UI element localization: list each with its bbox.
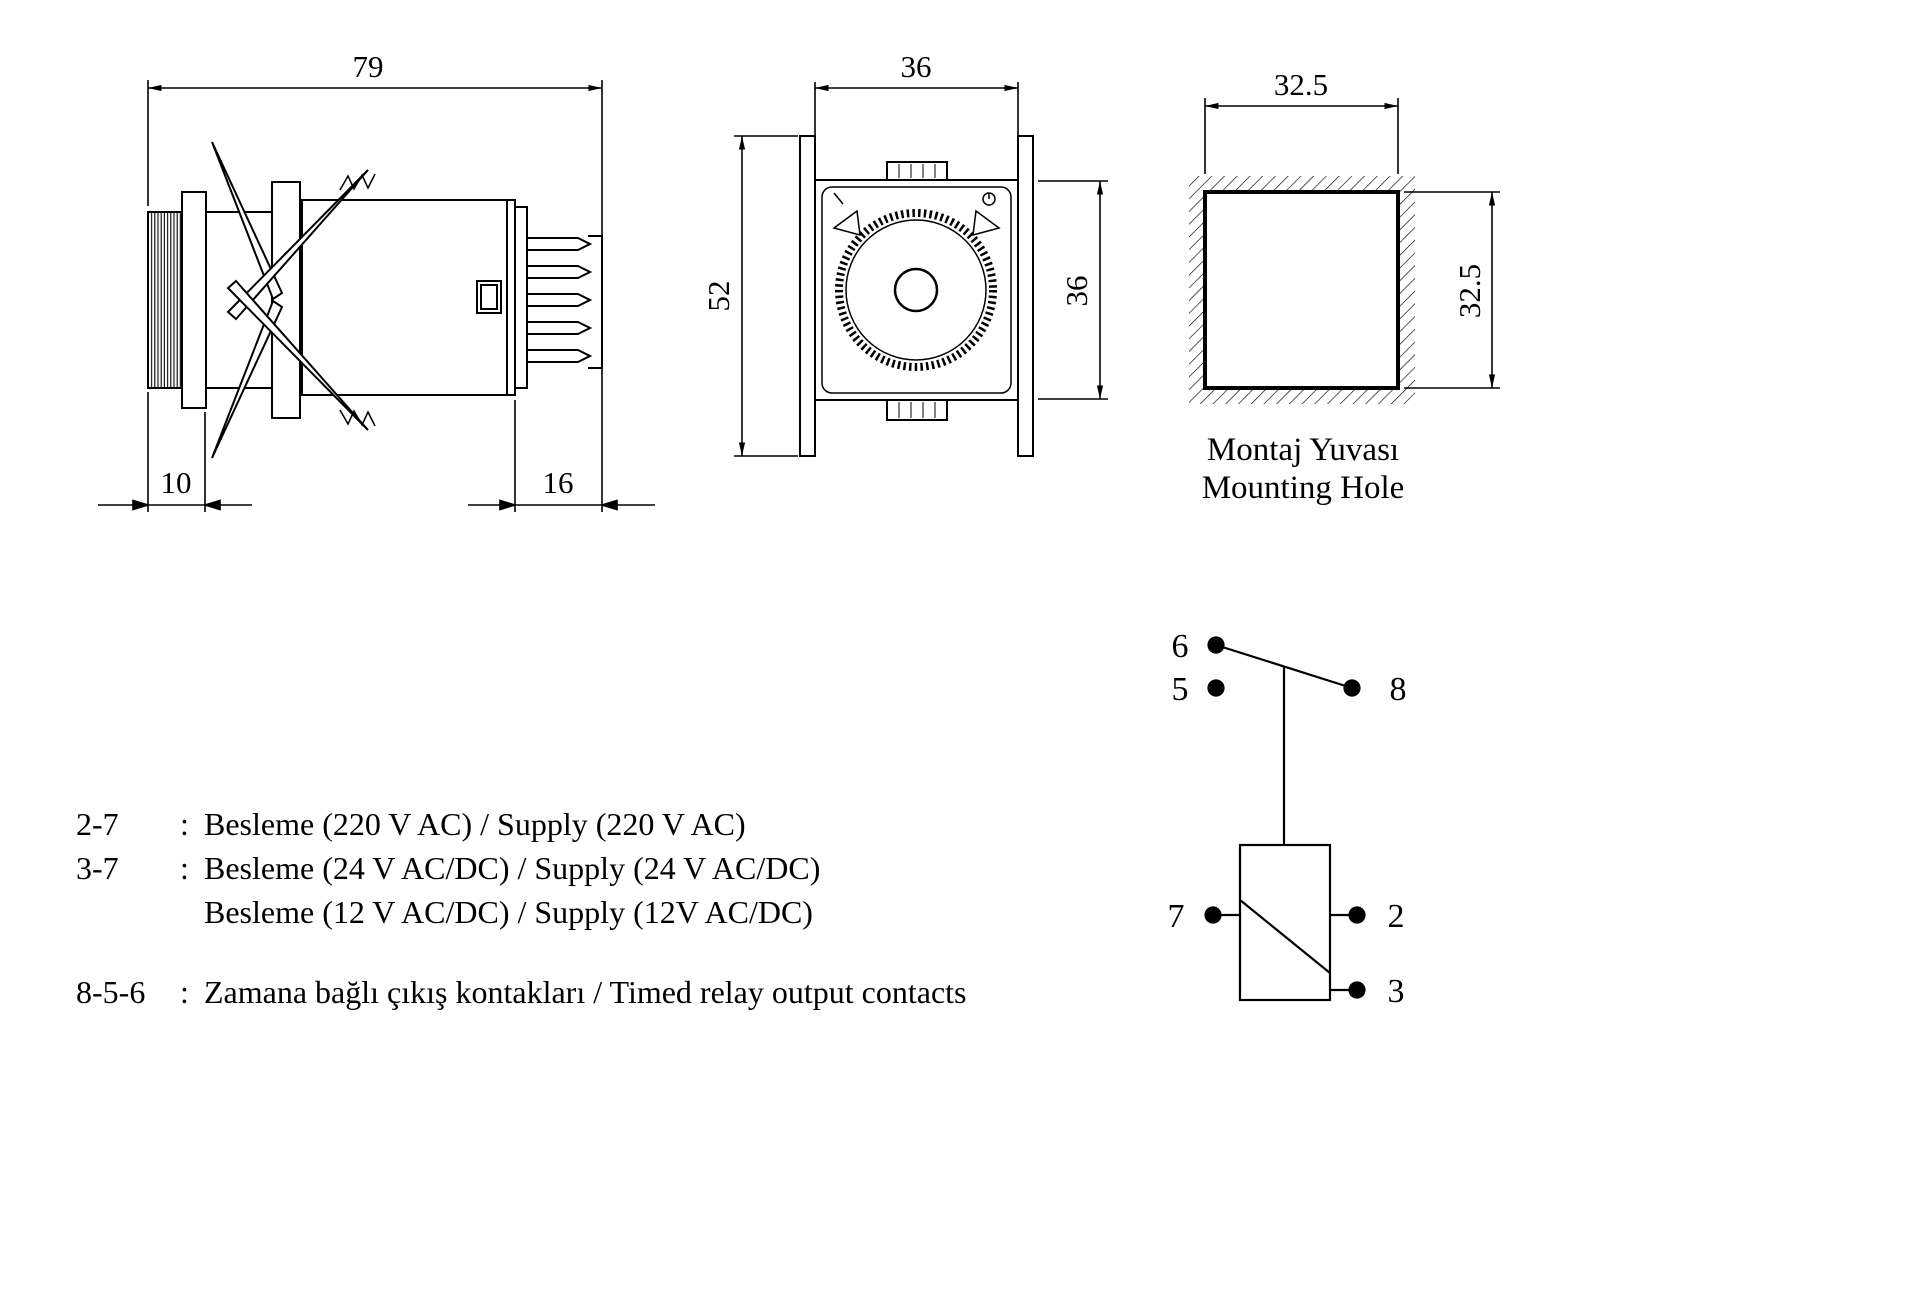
terminal-8-dot — [1343, 679, 1361, 697]
dim-body-height: 36 — [1059, 276, 1094, 307]
front-bezel — [181, 191, 207, 409]
mounting-hole-label-tr: Montaj Yuvası — [1207, 432, 1399, 468]
release-tab-bottom — [886, 399, 948, 421]
dial-max-mark-icon — [972, 192, 1001, 237]
din-flange-left — [799, 135, 816, 457]
mounting-hole-label-en: Mounting Hole — [1202, 470, 1405, 506]
front-view-dimensions: 36 52 36 — [701, 49, 1108, 457]
latch-window — [476, 280, 502, 314]
terminal-7-label: 7 — [1168, 898, 1185, 935]
legend-colon: : — [180, 974, 189, 1010]
dim-hole-width: 32.5 — [1274, 67, 1328, 102]
spring-clip — [211, 141, 376, 459]
terminal-3-dot — [1348, 981, 1366, 999]
front-face-inner — [821, 186, 1012, 394]
legend-colon: : — [180, 806, 189, 842]
legend-colon: : — [180, 850, 189, 886]
setting-knob — [147, 211, 183, 389]
dim-hole-height: 32.5 — [1452, 264, 1487, 318]
legend-row-supply-12: Besleme (12 V AC/DC) / Supply (12V AC/DC… — [76, 890, 967, 934]
terminal-6-label: 6 — [1172, 628, 1189, 665]
terminal-6-dot — [1207, 636, 1225, 654]
side-view-dimensions: 79 10 16 — [98, 49, 655, 512]
legend-key: 2-7 — [76, 806, 119, 842]
release-tab-top — [886, 161, 948, 181]
legend-key: 8-5-6 — [76, 974, 146, 1010]
legend-text: Besleme (12 V AC/DC) / Supply (12V AC/DC… — [204, 894, 813, 930]
terminal-8-label: 8 — [1390, 671, 1407, 708]
connection-pins — [526, 237, 593, 363]
legend-row-output-contacts: 8-5-6 : Zamana bağlı çıkış kontakları / … — [76, 970, 967, 1014]
legend-text: Besleme (24 V AC/DC) / Supply (24 V AC/D… — [204, 850, 821, 886]
coil-diagonal — [1239, 899, 1331, 974]
mounting-flange — [271, 181, 301, 419]
mounting-hole-drawing — [1189, 176, 1415, 404]
legend-row-supply-24: 3-7 : Besleme (24 V AC/DC) / Supply (24 … — [76, 846, 967, 890]
mounting-hole-square — [1203, 190, 1400, 390]
time-setting-dial — [835, 209, 997, 371]
legend: 2-7 : Besleme (220 V AC) / Supply (220 V… — [76, 802, 967, 1014]
side-view-drawing — [147, 141, 603, 459]
base-plate — [514, 206, 528, 389]
relay-body — [301, 199, 516, 396]
legend-row-supply-220: 2-7 : Besleme (220 V AC) / Supply (220 V… — [76, 802, 967, 846]
mounting-hole-dimensions: 32.5 32.5 — [1204, 67, 1500, 389]
dim-front-width: 36 — [901, 49, 932, 84]
terminal-2-dot — [1348, 906, 1366, 924]
terminal-5-label: 5 — [1172, 671, 1189, 708]
terminal-7-dot — [1204, 906, 1222, 924]
legend-text: Besleme (220 V AC) / Supply (220 V AC) — [204, 806, 746, 842]
terminal-2-label: 2 — [1388, 898, 1405, 935]
dial-min-mark-icon — [832, 192, 861, 237]
din-flange-right — [1017, 135, 1034, 457]
legend-text: Zamana bağlı çıkış kontakları / Timed re… — [204, 974, 967, 1010]
terminal-3-label: 3 — [1388, 973, 1405, 1010]
front-view-drawing — [799, 135, 1034, 457]
legend-key: 3-7 — [76, 850, 119, 886]
terminal-5-dot — [1207, 679, 1225, 697]
dim-total-length: 79 — [353, 49, 384, 84]
wiring-schematic: 6 5 8 7 2 3 — [1168, 628, 1407, 1010]
dim-total-height: 52 — [701, 281, 736, 312]
dim-pin-length: 16 — [543, 465, 574, 500]
dim-knob-depth: 10 — [161, 465, 192, 500]
rear-pin-bracket — [588, 235, 603, 369]
coil-box — [1238, 843, 1332, 1002]
